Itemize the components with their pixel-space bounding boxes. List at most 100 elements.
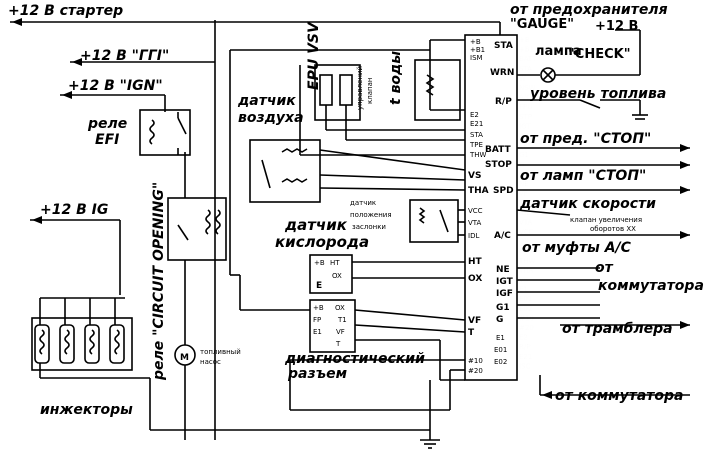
pin-label: #20 [468,367,483,375]
ecu-pin: STA [519,65,532,73]
diag-pin-label: FP [313,316,321,324]
diag-pin-label: +B [313,304,324,312]
pin-label: T [468,328,475,338]
ign-arrow-icon [62,91,72,99]
pin-label: THA [468,186,489,196]
ecu-pin: THW [518,257,536,265]
pin-label: SPD [493,186,514,196]
throttle-label-3: заслонки [352,223,386,231]
diag-pin-label: OX [335,304,345,312]
injectors-box [31,317,133,371]
ig-label: +12 В IG [40,202,108,218]
pin-label: WRN [490,68,514,78]
commutator-label-1: от [595,260,614,276]
injector-2-icon [59,298,75,364]
fuel-pump-label-2: насос [200,358,221,366]
pin-label: VF [468,316,481,326]
epu-vsv-box [314,64,361,121]
air-sensor-label-1: датчик [237,93,296,109]
idle-valve-label-2: оборотов ХХ [590,225,636,233]
ecu-pin: E02 [519,305,532,313]
pin-label: G1 [496,303,510,313]
ecu-pin: IGT [519,122,531,130]
water-temp-sensor-icon [425,74,435,96]
air-sensor-box [249,139,321,203]
ecu-pin: OX [519,238,529,246]
ecu-pin: +B [519,36,530,44]
gauge-label: "GAUGE" [510,17,574,32]
ecu-pin: STP [519,113,532,121]
ecu-pin: HT [519,247,529,255]
fuel-pump-label-1: топливный [200,348,241,356]
ecu-pin: #10 [519,314,534,322]
ecu-pin: E2 [519,334,528,342]
check-label: "CHECK" [568,47,630,62]
ffi-arrow-icon [72,58,82,66]
efi-label: EFI [95,132,119,148]
ecu-pin: VTA [519,218,533,226]
diag-pin-label: E1 [313,328,322,336]
diagnostic-label-1: диагностический [284,351,425,367]
ecu-pin: VCC [519,228,534,236]
ecu-pin: T [518,199,524,207]
ecu-pin: E01 [519,295,532,303]
pin-label: E1 [496,334,505,342]
ig-arrow-icon [32,216,42,224]
circuit-opening-label: реле "CIRCUIT OPENING" [151,182,167,381]
distributor-label: от трамблера [562,321,673,337]
pin-label: STOP [485,160,512,170]
oxygen-label-1: датчик [284,216,348,234]
ox-pin-label: E [316,281,322,291]
pin-label: E02 [494,358,507,366]
ecu-pin: +B1 [519,46,534,54]
gauge-fuse-label: от предохранителя [510,2,668,18]
pin-label: IDL [468,232,479,240]
pin-label: E2 [470,111,479,119]
pin-label: G [496,315,503,325]
fuel-level-label: уровень топлива [530,86,666,102]
stop-lamp-label: от ламп "СТОП" [520,168,646,184]
stop-fuse-label: от пред. "СТОП" [520,131,651,147]
ac-clutch-label: от муфты А/С [522,240,632,256]
from-commutator-label: от коммутатора [555,388,684,404]
air-sensor-resistor-icon [281,148,308,153]
ecu-pin: ISC [519,362,531,370]
ecu-pin: FPU [519,103,532,111]
pin-label: OX [468,274,482,284]
pin-label: IGT [496,277,514,287]
ecu-pin: E21 [519,353,532,361]
injectors-label: инжекторы [40,402,133,418]
pin-label: #10 [468,357,483,365]
pin-label: VCC [468,207,483,215]
ox-pin-label: OX [332,272,342,280]
ecu-pin: VS [519,276,529,284]
ecu-pin: THA [518,266,534,274]
efi-relay-label: реле [87,116,127,132]
ecu-pin: G [519,161,524,169]
throttle-label-2: положения [350,211,392,219]
ecu-pin: R/P [519,343,530,351]
ffi-label: +12 В "ГГI" [80,48,169,64]
speed-sensor-label: датчик скорости [519,196,656,212]
circuit-opening-relay-box [167,197,227,261]
pin-label: STA [494,41,513,51]
diag-pin-label: T [335,340,341,348]
ecu-pin: G1 [519,151,529,159]
ecu-pin: A/C [519,94,531,102]
ecu-pin: IGF [519,132,531,140]
pin-label: +B1 [470,46,485,54]
starter-arrow-icon [12,18,22,26]
pin-label: A/C [494,231,511,241]
pin-label: THW [469,151,487,159]
motor-label: M [180,353,189,363]
plus12-gauge-label: +12 В [595,19,638,34]
ecu-pin: IDL [519,209,530,217]
air-sensor-label-2: воздуха [238,110,304,126]
throttle-label-1: датчик [350,199,376,207]
oxygen-sensor-box [309,254,353,294]
ecu-pin: TPS [518,142,532,150]
injector-1-icon [34,298,50,364]
pin-label: VS [468,171,481,181]
